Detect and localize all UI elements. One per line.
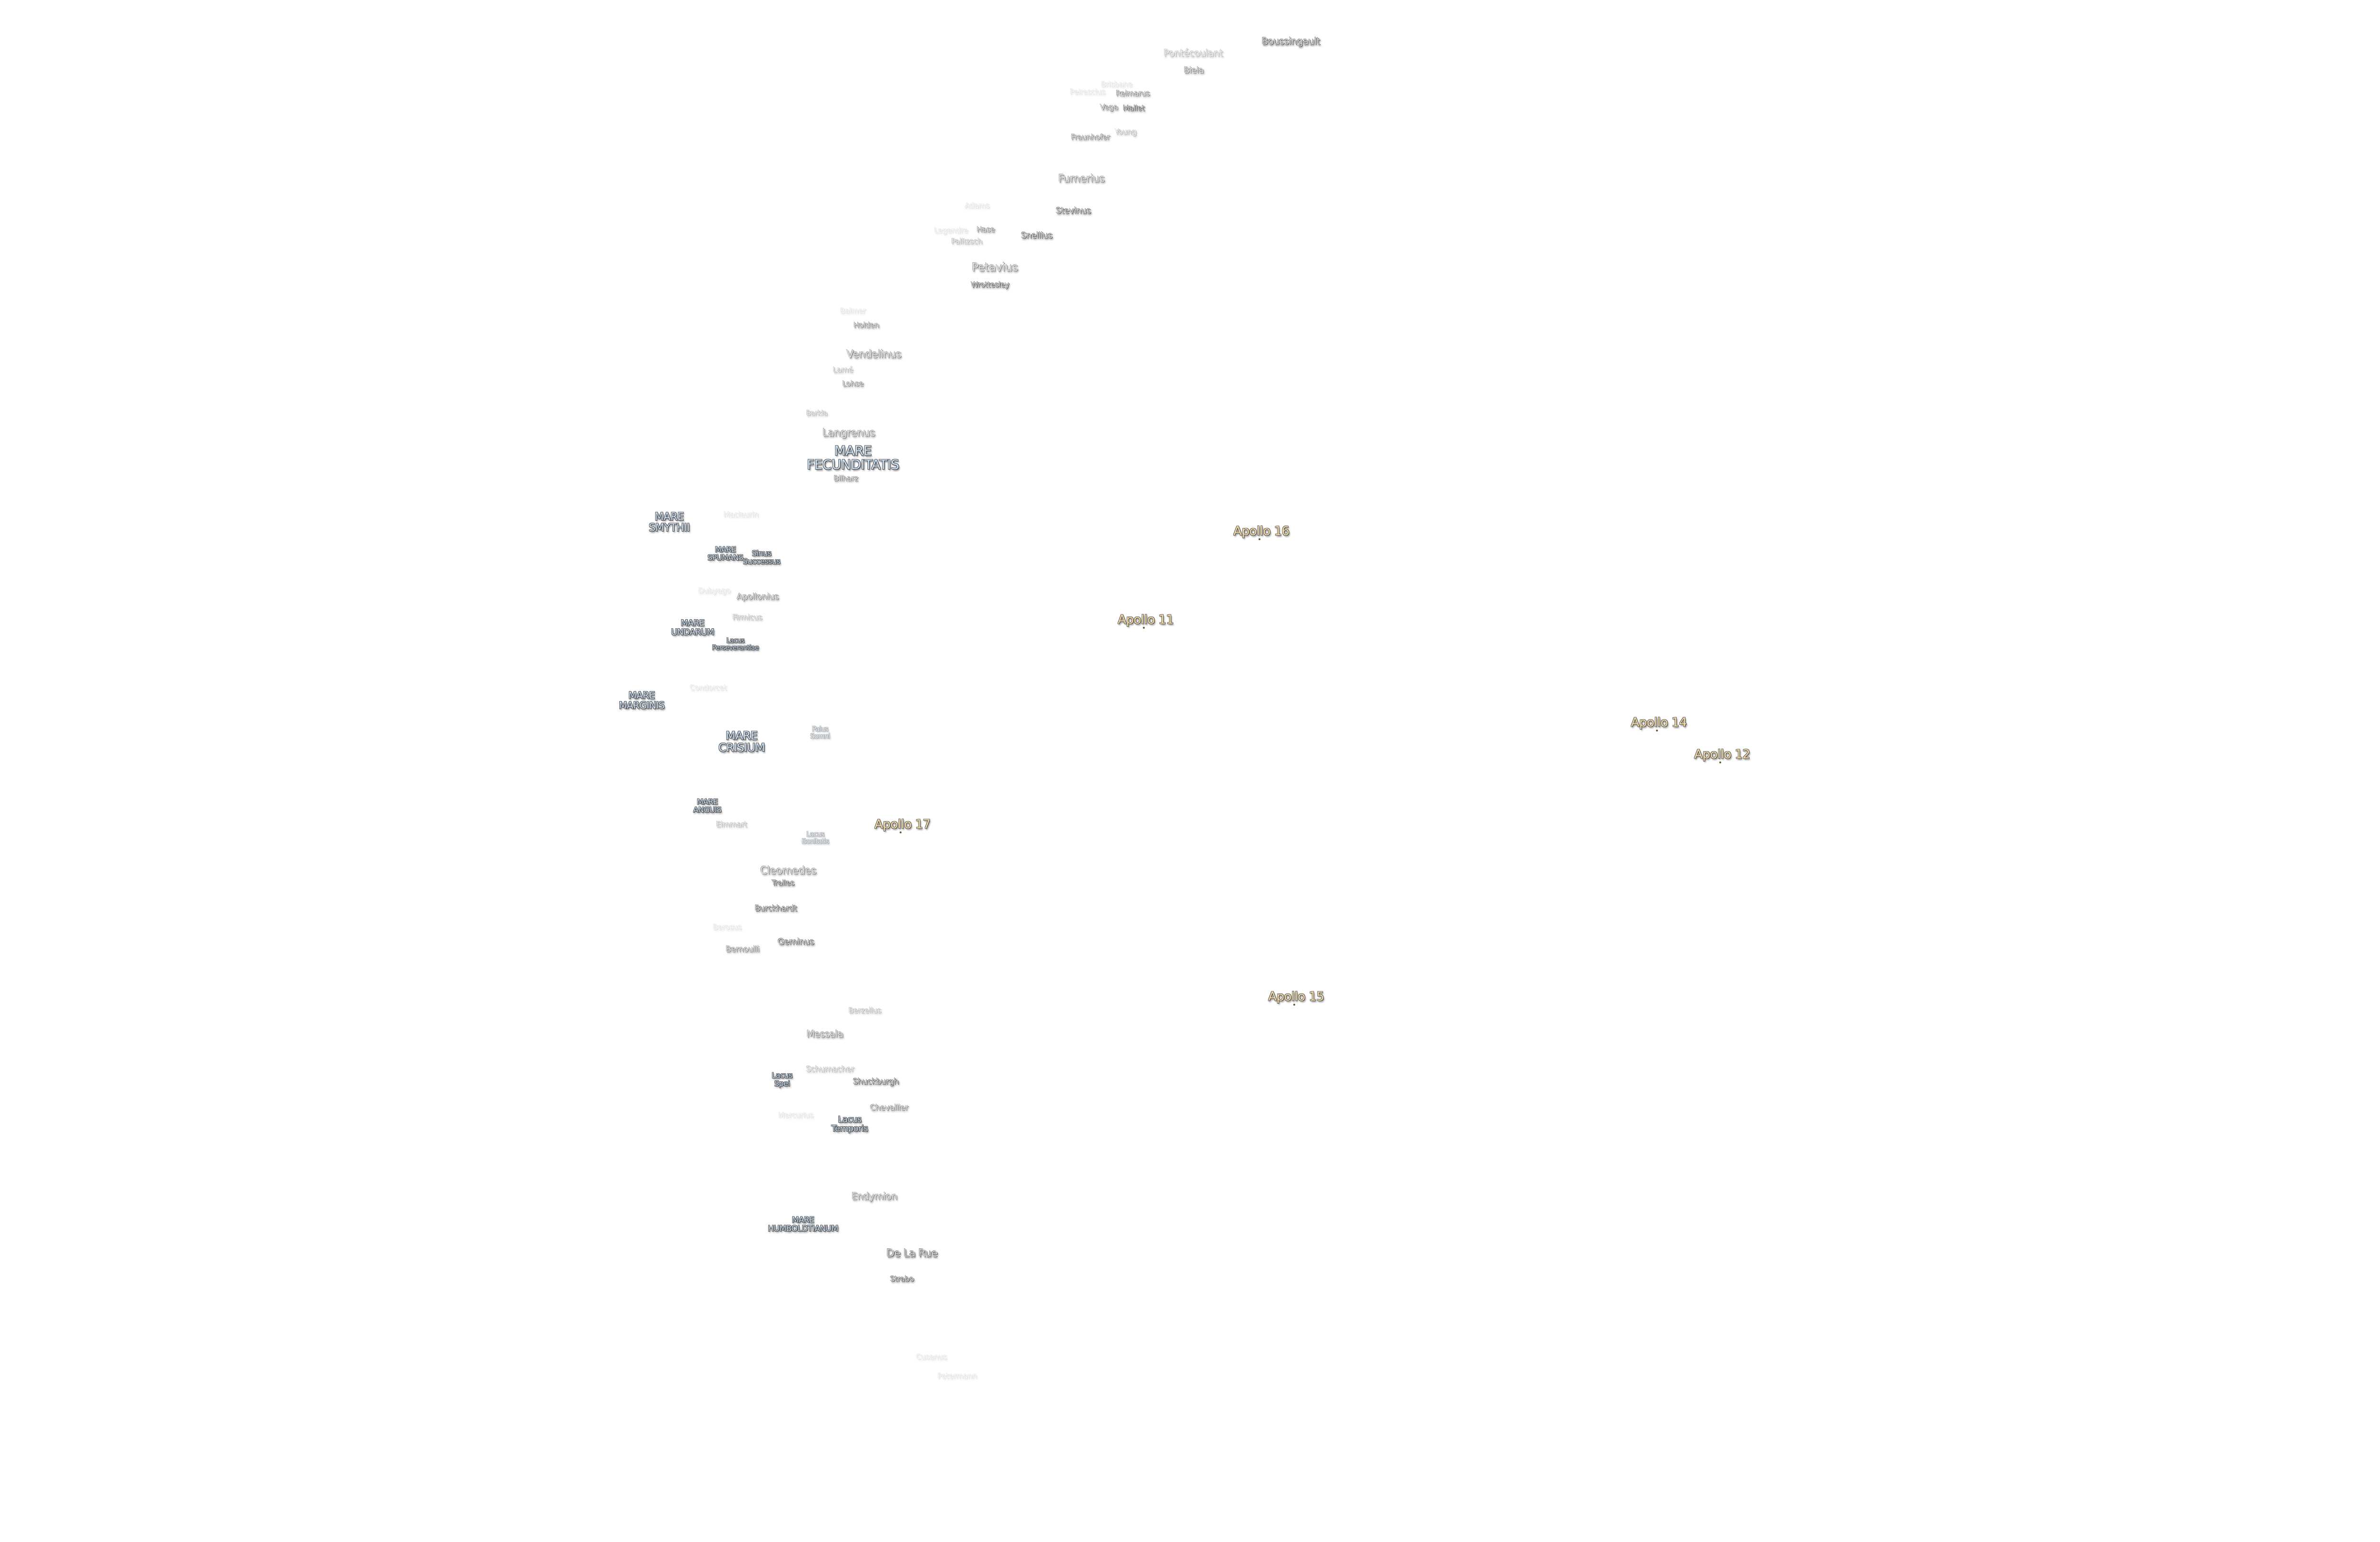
landing-site-marker-icon[interactable]: [1259, 538, 1260, 540]
crater-label-brisbane[interactable]: Brisbane: [1101, 79, 1133, 89]
crater-label-barkla[interactable]: Barkla: [806, 409, 828, 418]
crater-label-chevallier[interactable]: Chevallier: [870, 1103, 909, 1113]
crater-label-langrenus[interactable]: Langrenus: [822, 427, 875, 439]
crater-label-boussingault[interactable]: Boussingault: [1261, 35, 1320, 47]
crater-label-bernoulli[interactable]: Bernoulli: [725, 945, 760, 955]
mare-label-lacus-bonitatis[interactable]: Lacus Bonitatis: [802, 830, 829, 845]
landing-site-label-apollo-17[interactable]: Apollo 17: [874, 817, 931, 832]
crater-label-cleomedes[interactable]: Cleomedes: [760, 865, 816, 877]
crater-label-petermann[interactable]: Petermann: [937, 1371, 977, 1381]
mare-label-mare-anguis[interactable]: MARE ANGUIS: [693, 797, 722, 814]
crater-label-lame[interactable]: Lamé: [833, 365, 853, 375]
crater-label-biela[interactable]: Biela: [1184, 65, 1204, 76]
crater-label-de-la-rue[interactable]: De La Rue: [886, 1247, 938, 1260]
mare-label-mare-marginis[interactable]: MARE MARGINIS: [619, 690, 664, 711]
crater-label-tralles[interactable]: Tralles: [772, 878, 794, 888]
crater-label-messala[interactable]: Messala: [806, 1028, 843, 1040]
mare-label-mare-smythii[interactable]: MARE SMYTHII: [649, 511, 690, 534]
mare-label-lacus-temporis[interactable]: Lacus Temporis: [831, 1115, 868, 1134]
crater-label-pontecoulant[interactable]: Pontécoulant: [1163, 47, 1223, 59]
mare-label-mare-crisium[interactable]: MARE CRISIUM: [718, 729, 765, 754]
mare-label-mare-spumans[interactable]: MARE SPUMANS: [707, 545, 744, 562]
crater-label-palitzsch[interactable]: Palitzsch: [951, 237, 982, 246]
crater-label-furnerius[interactable]: Furnerius: [1058, 173, 1105, 185]
crater-label-eimmart[interactable]: Eimmart: [716, 820, 747, 829]
crater-label-legendre[interactable]: Legendre: [934, 226, 968, 235]
landing-site-label-apollo-14[interactable]: Apollo 14: [1631, 715, 1687, 730]
landing-site-marker-icon[interactable]: [1143, 627, 1145, 629]
crater-label-adams[interactable]: Adams: [964, 201, 990, 210]
crater-label-wrottesley[interactable]: Wrottesley: [971, 280, 1010, 289]
crater-label-stevinus[interactable]: Stevinus: [1056, 206, 1091, 216]
crater-label-berosus[interactable]: Berosus: [713, 922, 742, 932]
crater-label-berzelius[interactable]: Berzelius: [848, 1006, 882, 1015]
crater-label-endymion[interactable]: Endymion: [852, 1190, 897, 1202]
crater-label-geminus[interactable]: Geminus: [777, 937, 814, 947]
crater-label-fraunhofer[interactable]: Fraunhofer: [1071, 132, 1110, 142]
mare-label-lacus-spei[interactable]: Lacus Spei: [772, 1071, 793, 1088]
landing-site-marker-icon[interactable]: [1719, 761, 1721, 763]
crater-label-cusanus[interactable]: Cusanus: [916, 1352, 947, 1362]
crater-label-young[interactable]: Young: [1115, 127, 1137, 137]
landing-site-marker-icon[interactable]: [1656, 730, 1658, 731]
mare-label-mare-fecunditatis[interactable]: MARE FECUNDITATIS: [807, 443, 899, 473]
crater-label-apollonius[interactable]: Apollonius: [737, 592, 779, 602]
crater-label-shuckburgh[interactable]: Shuckburgh: [853, 1077, 899, 1087]
crater-label-balmer[interactable]: Balmer: [840, 306, 866, 316]
mare-label-mare-undarum[interactable]: MARE UNDARUM: [671, 618, 714, 637]
landing-site-marker-icon[interactable]: [1293, 1004, 1295, 1006]
mare-label-mare-humboldtianum[interactable]: MARE HUMBOLDTIANUM: [768, 1216, 838, 1234]
crater-label-holden[interactable]: Holden: [853, 320, 879, 330]
crater-label-petavius[interactable]: Petavius: [972, 260, 1018, 274]
crater-label-snellius[interactable]: Snellius: [1021, 230, 1052, 241]
landing-site-marker-icon[interactable]: [900, 831, 902, 833]
crater-label-schumacher[interactable]: Schumacher: [806, 1065, 854, 1075]
mare-label-sinus-successus[interactable]: Sinus Successus: [743, 549, 781, 566]
crater-label-condorcet[interactable]: Condorcet: [690, 683, 727, 692]
crater-label-firmicus[interactable]: Firmicus: [732, 613, 763, 622]
crater-label-mercurius[interactable]: Mercurius: [778, 1110, 813, 1120]
crater-label-lohse[interactable]: Lohse: [842, 379, 864, 388]
crater-label-maclaurin[interactable]: Maclaurin: [724, 510, 759, 519]
crater-label-strabo[interactable]: Strabo: [890, 1274, 914, 1284]
crater-label-burckhardt[interactable]: Burckhardt: [754, 904, 797, 914]
crater-label-vendelinus[interactable]: Vendelinus: [846, 348, 902, 361]
crater-label-reimarus[interactable]: Reimarus: [1116, 89, 1150, 98]
landing-site-label-apollo-16[interactable]: Apollo 16: [1233, 524, 1289, 539]
mare-label-palus-somni[interactable]: Palus Somni: [810, 725, 830, 740]
landing-site-label-apollo-15[interactable]: Apollo 15: [1268, 989, 1324, 1004]
landing-site-label-apollo-11[interactable]: Apollo 11: [1118, 613, 1174, 627]
landing-site-label-apollo-12[interactable]: Apollo 12: [1694, 747, 1750, 762]
crater-label-peirescius[interactable]: Peirescius: [1070, 87, 1106, 97]
crater-label-vega[interactable]: Vega: [1100, 102, 1118, 112]
crater-label-dubyago[interactable]: Dubyago: [698, 586, 731, 595]
crater-label-bilharz[interactable]: Bilharz: [833, 474, 858, 483]
mare-label-lacus-perseverantiae[interactable]: Lacus Perseverantiae: [712, 637, 759, 652]
crater-label-mallet[interactable]: Mallet: [1123, 103, 1145, 113]
crater-label-hase[interactable]: Hase: [976, 225, 995, 234]
